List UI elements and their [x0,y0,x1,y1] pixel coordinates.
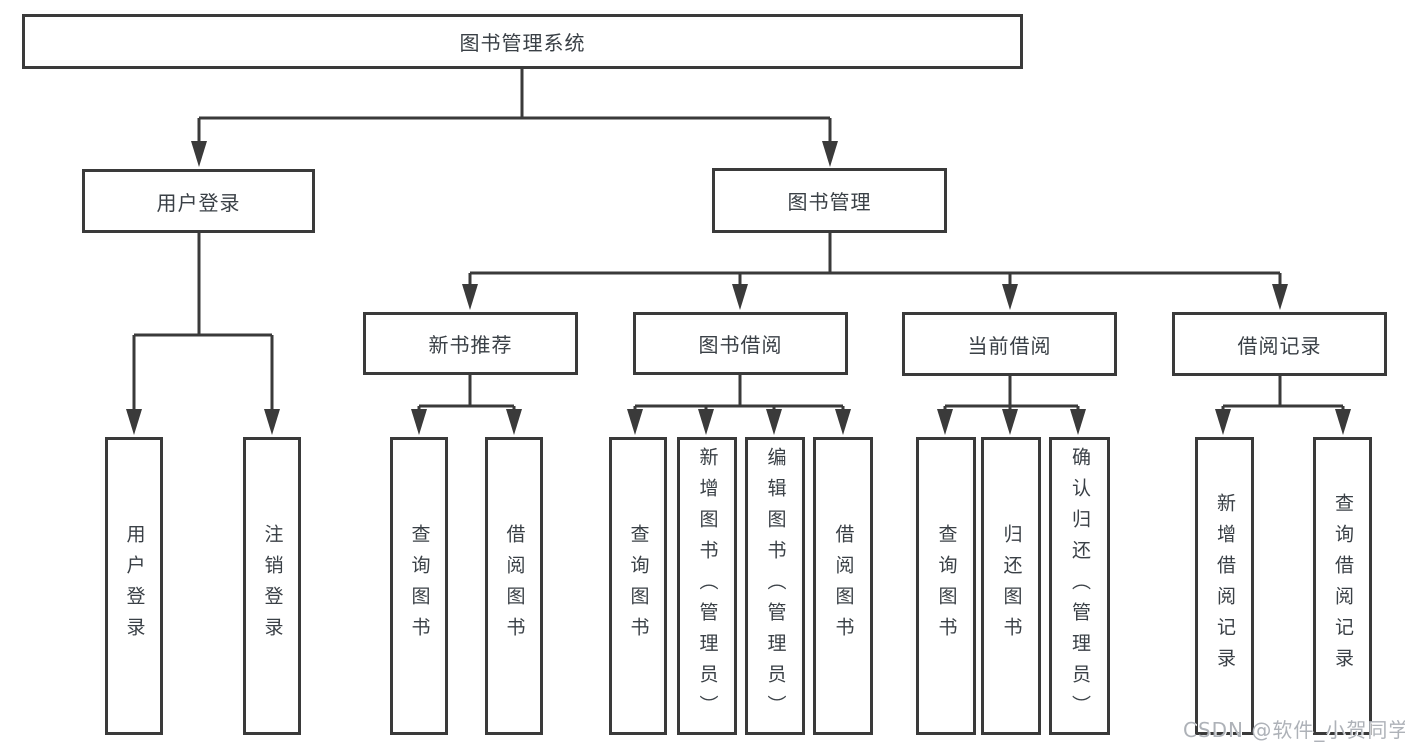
connector-book-borrow-children [633,375,845,411]
leaf-query-books-rec: 查询图书 [390,437,448,735]
node-user-login: 用户登录 [82,169,315,233]
node-book-mgmt: 图书管理 [712,168,947,233]
leaf-query-books-current: 查询图书 [916,437,976,735]
leaf-query-borrow-record: 查询借阅记录 [1313,437,1372,735]
watermark: CSDN @软件_小贺同学 [1183,718,1405,742]
leaf-user-login: 用户登录 [105,437,163,735]
connector-root-to-level2 [197,69,832,143]
node-root: 图书管理系统 [22,14,1023,69]
node-new-book-rec: 新书推荐 [363,312,578,375]
connector-book-mgmt-to-level3 [468,233,1282,286]
leaf-add-borrow-record: 新增借阅记录 [1195,437,1254,735]
node-borrow-records: 借阅记录 [1172,312,1387,376]
node-book-borrow: 图书借阅 [633,312,848,375]
leaf-return-book: 归还图书 [981,437,1041,735]
leaf-logout: 注销登录 [243,437,301,735]
connector-user-login-children [132,233,274,411]
leaf-edit-book-admin: 编辑图书（管理员） [745,437,805,735]
leaf-borrow-books: 借阅图书 [813,437,873,735]
leaf-confirm-return-admin: 确认归还（管理员） [1049,437,1110,735]
leaf-borrow-books-rec: 借阅图书 [485,437,543,735]
node-current-borrow: 当前借阅 [902,312,1117,376]
leaf-query-books-borrow: 查询图书 [609,437,667,735]
arrowheads [126,141,1351,435]
leaf-add-book-admin: 新增图书（管理员） [677,437,737,735]
connector-new-book-rec-children [417,375,516,411]
connector-current-borrow-children [943,376,1080,411]
connector-borrow-records-children [1221,376,1345,411]
